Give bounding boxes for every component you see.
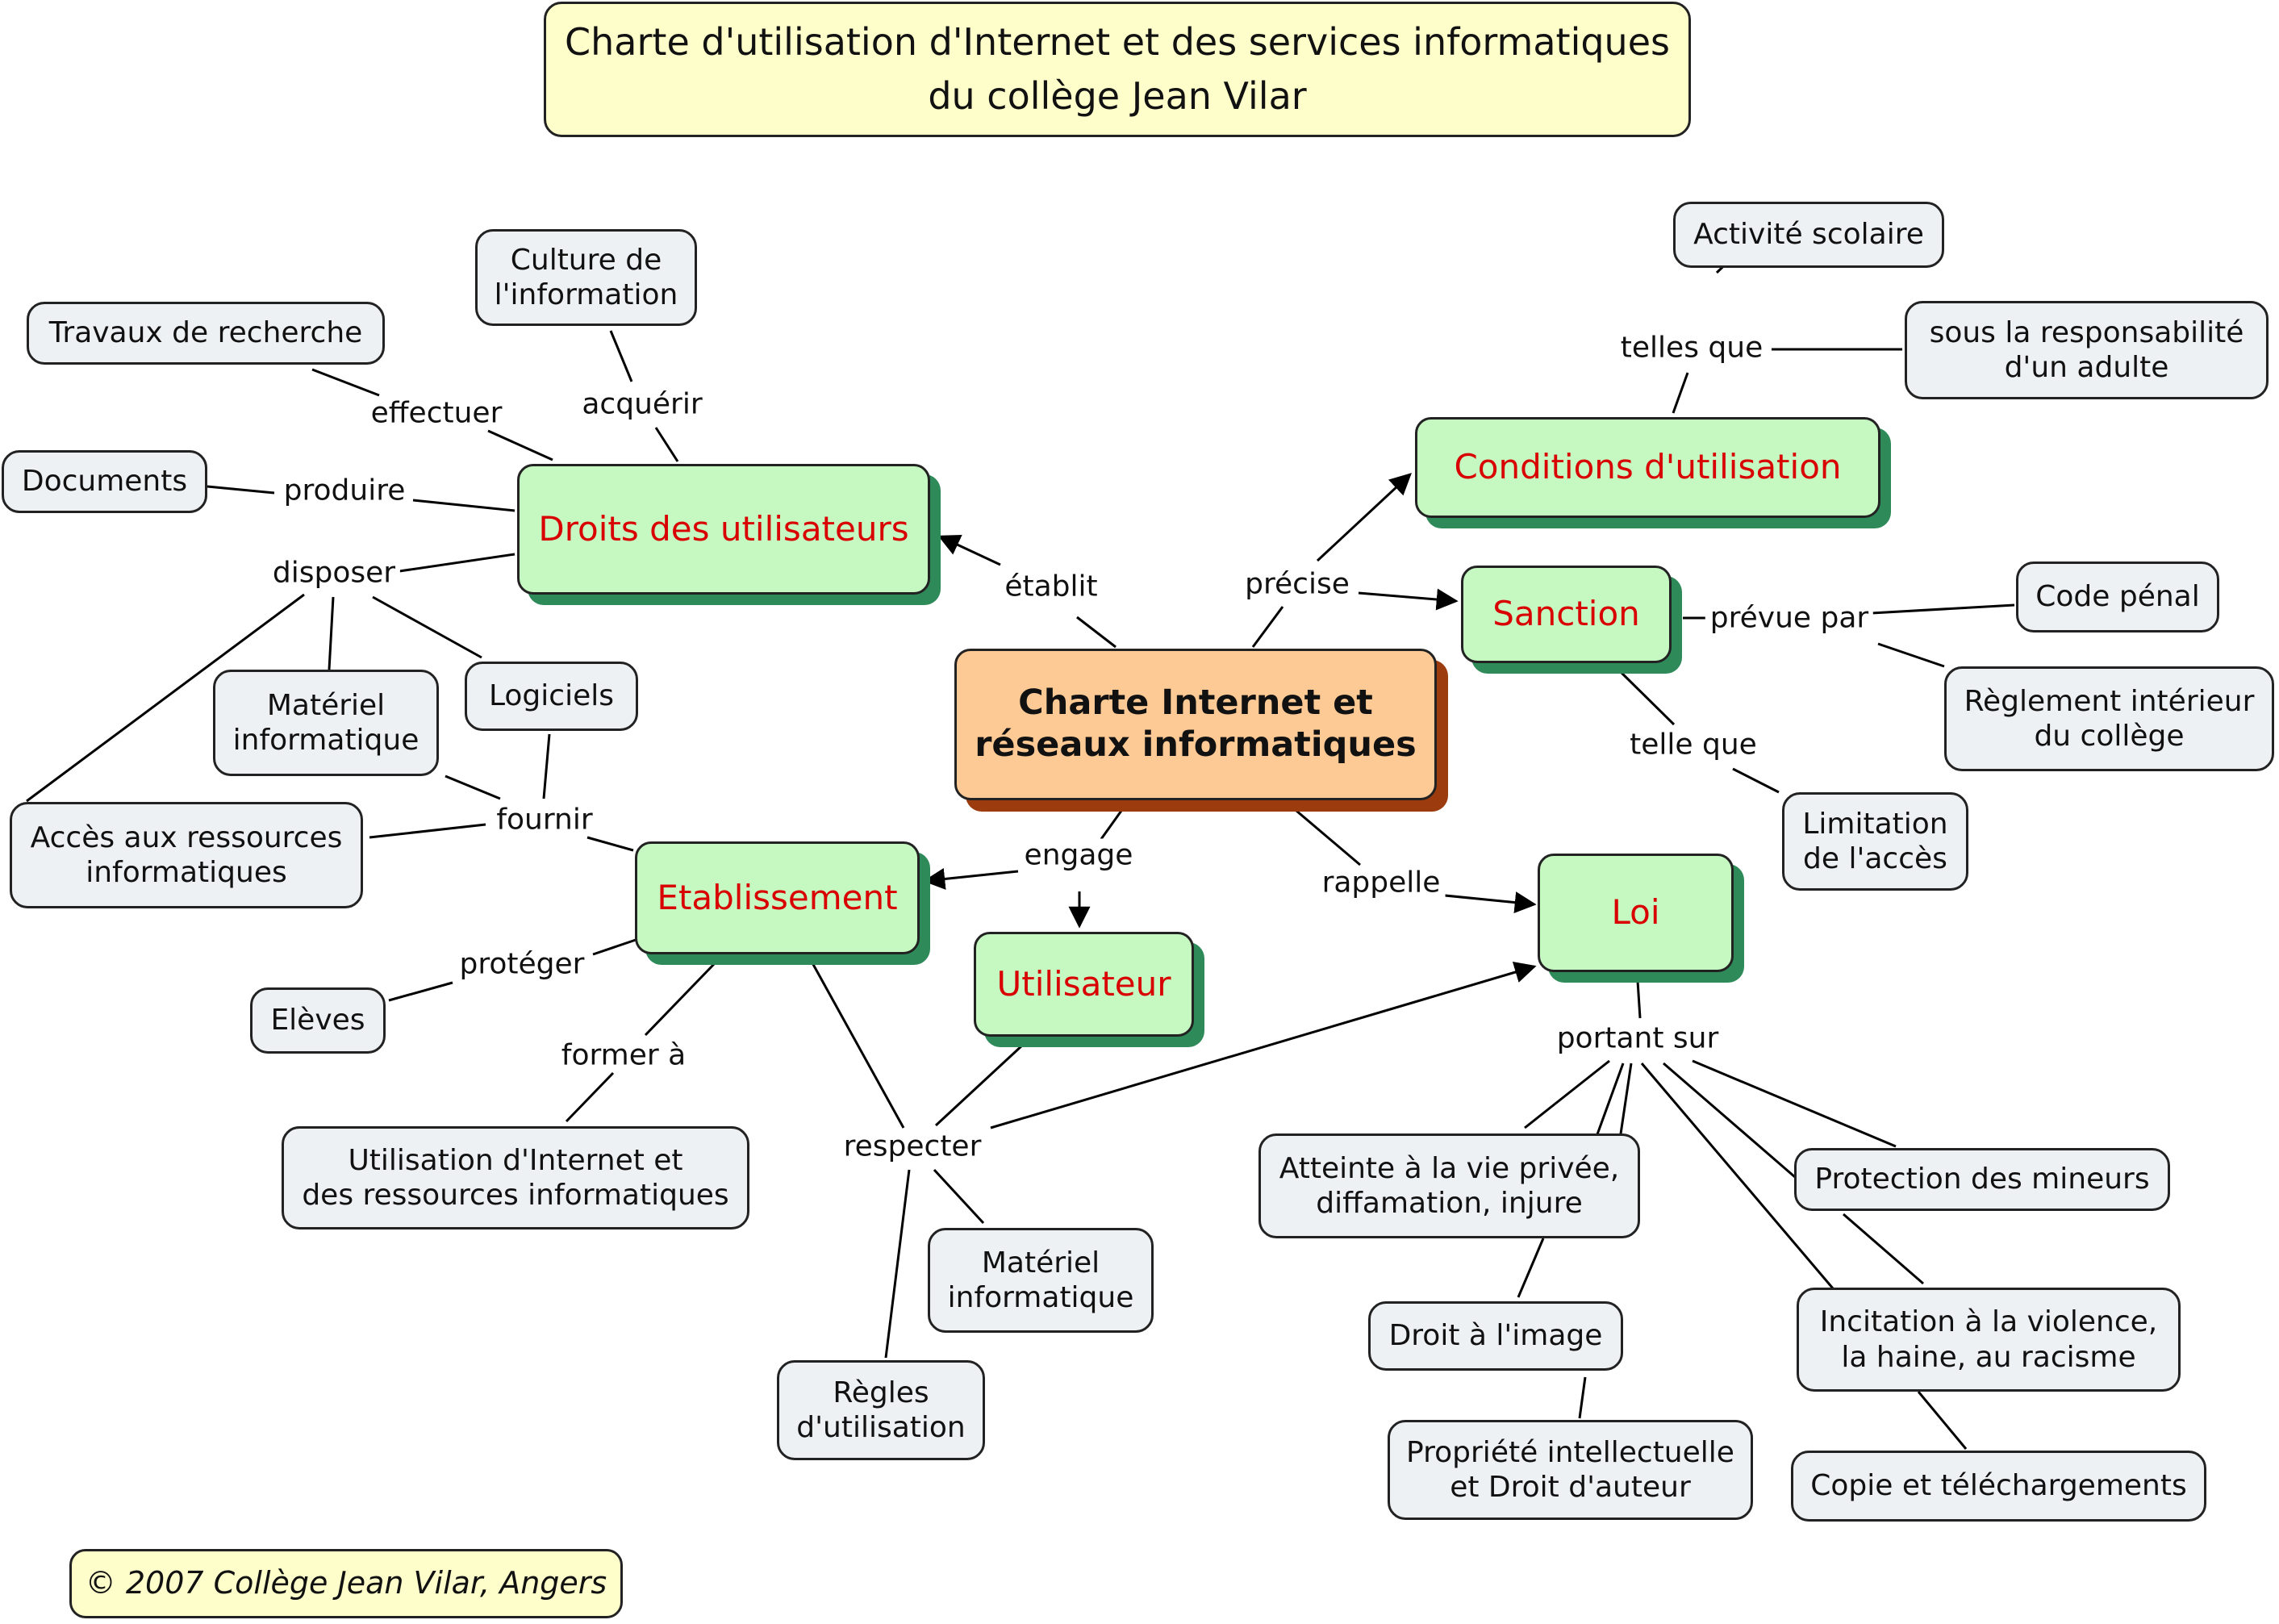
leaf-logiciels: Logiciels (465, 662, 638, 731)
link-telle-que: telle que (1625, 728, 1762, 762)
leaf-propriete-intellectuelle: Propriété intellectuelle et Droit d'aute… (1388, 1420, 1753, 1520)
link-effectuer: effectuer (365, 396, 507, 430)
link-disposer: disposer (267, 556, 401, 590)
link-respecter: respecter (838, 1129, 987, 1163)
link-fournir: fournir (491, 803, 598, 837)
leaf-regles-utilisation: Règles d'utilisation (777, 1360, 985, 1460)
leaf-utilisation-internet: Utilisation d'Internet et des ressources… (282, 1126, 749, 1229)
leaf-protection-mineurs: Protection des mineurs (1794, 1148, 2170, 1211)
link-telles-que: telles que (1615, 331, 1768, 365)
node-conditions-utilisation: Conditions d'utilisation (1415, 417, 1880, 518)
leaf-droit-image: Droit à l'image (1368, 1301, 1623, 1371)
leaf-documents: Documents (2, 450, 207, 513)
leaf-responsabilite-adulte: sous la responsabilité d'un adulte (1905, 301, 2269, 399)
leaf-activite-scolaire: Activité scolaire (1673, 202, 1944, 268)
diagram-title: Charte d'utilisation d'Internet et des s… (544, 2, 1691, 137)
leaf-reglement-interieur: Règlement intérieur du collège (1944, 666, 2274, 771)
leaf-atteinte-vie-privee: Atteinte à la vie privée, diffamation, i… (1258, 1133, 1640, 1238)
link-portant-sur: portant sur (1551, 1021, 1724, 1055)
link-former-a: former à (556, 1038, 691, 1072)
link-produire: produire (278, 474, 411, 507)
node-etablissement: Etablissement (635, 841, 920, 954)
leaf-code-penal: Code pénal (2016, 562, 2219, 632)
node-sanction: Sanction (1461, 566, 1672, 663)
link-acquerir: acquérir (577, 387, 707, 421)
node-utilisateur: Utilisateur (974, 932, 1194, 1037)
link-prevue-par: prévue par (1705, 601, 1874, 635)
central-node: Charte Internet et réseaux informatiques (954, 649, 1437, 800)
leaf-travaux-recherche: Travaux de recherche (27, 302, 385, 365)
link-proteger: protéger (454, 947, 590, 981)
leaf-culture-information: Culture de l'information (475, 229, 697, 326)
leaf-acces-ressources: Accès aux ressources informatiques (10, 802, 363, 908)
link-precise: précise (1240, 567, 1354, 601)
link-engage: engage (1019, 838, 1138, 872)
leaf-incitation-violence: Incitation à la violence, la haine, au r… (1797, 1288, 2181, 1392)
leaf-materiel-informatique-1: Matériel informatique (213, 670, 439, 776)
node-droits-des-utilisateurs: Droits des utilisateurs (517, 464, 930, 595)
leaf-copie-telechargements: Copie et téléchargements (1791, 1451, 2206, 1522)
link-rappelle: rappelle (1317, 866, 1446, 900)
link-etablit: établit (1000, 570, 1103, 603)
leaf-materiel-informatique-2: Matériel informatique (928, 1228, 1154, 1333)
node-loi: Loi (1538, 854, 1734, 972)
leaf-eleves: Elèves (250, 987, 386, 1054)
copyright-note: © 2007 Collège Jean Vilar, Angers (69, 1549, 623, 1618)
leaf-limitation-acces: Limitation de l'accès (1782, 792, 1968, 891)
